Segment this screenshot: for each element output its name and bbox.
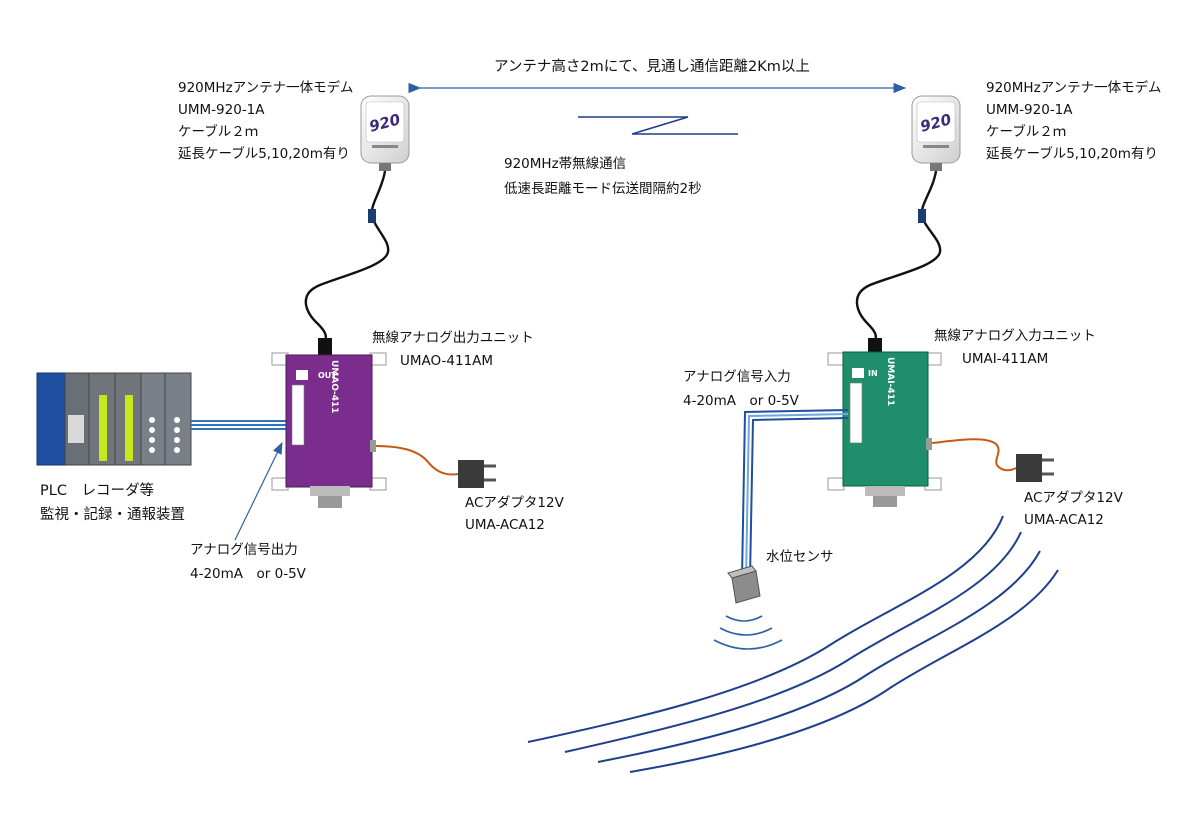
analog-output-line1: アナログ信号出力 [190, 542, 298, 558]
ac-adapter-left-device [458, 460, 496, 488]
analog-input-line2: 4-20mA or 0-5V [683, 393, 799, 409]
output-signal-cable [191, 420, 290, 430]
input-unit-title: 無線アナログ入力ユニット [934, 328, 1096, 344]
ac-adapter-right-label: ACアダプタ12V UMA-ACA12 [1024, 487, 1123, 531]
modem-right-line2: UMM-920-1A [986, 102, 1073, 118]
modem-right-line3: ケーブル２ｍ [986, 124, 1067, 140]
input-unit-label: 無線アナログ入力ユニット UMAI-411AM [934, 325, 1096, 371]
input-unit-face-badge: IN [868, 369, 878, 378]
ac-adapter-left-line1: ACアダプタ12V [465, 495, 564, 511]
modem-left-line3: ケーブル２ｍ [178, 124, 259, 140]
modem-left-line4: 延長ケーブル5,10,20m有り [178, 146, 350, 162]
analog-output-pointer [234, 441, 283, 541]
radio-spec-line1: 920MHz帯無線通信 [504, 156, 627, 172]
modem-right-line1: 920MHzアンテナ一体モデム [986, 80, 1162, 96]
input-unit-face-model: UMAI-411 [885, 357, 895, 406]
ac-adapter-left-label: ACアダプタ12V UMA-ACA12 [465, 492, 564, 536]
analog-output-line2: 4-20mA or 0-5V [190, 566, 306, 582]
modem-left-cable [304, 170, 390, 343]
output-unit-title: 無線アナログ出力ユニット [372, 330, 534, 346]
output-unit-model: UMAO-411AM [400, 353, 494, 369]
sensor-cable [741, 409, 849, 579]
plc-label: PLC レコーダ等 監視・記録・通報装置 [40, 479, 185, 527]
analog-input-label: アナログ信号入力 4-20mA or 0-5V [683, 365, 799, 413]
ac-adapter-right-device [1016, 454, 1054, 482]
power-cord-left [375, 445, 459, 476]
sensor-label-text: 水位センサ [766, 549, 834, 565]
ac-adapter-right-line1: ACアダプタ12V [1024, 490, 1123, 506]
modem-left: 920 [360, 95, 410, 171]
modem-left-label: 920MHzアンテナ一体モデム UMM-920-1A ケーブル２ｍ 延長ケーブル… [178, 77, 353, 165]
radio-wave-symbol [578, 116, 738, 135]
plc-rack [36, 372, 192, 466]
modem-right: 920 [911, 95, 961, 171]
output-unit-face-badge: OUT [318, 371, 337, 380]
ac-adapter-left-line2: UMA-ACA12 [465, 517, 545, 533]
analog-input-line1: アナログ信号入力 [683, 369, 791, 385]
plc-line1: PLC レコーダ等 [40, 483, 154, 499]
modem-right-line4: 延長ケーブル5,10,20m有り [986, 146, 1158, 162]
river [527, 515, 1059, 773]
modem-right-label: 920MHzアンテナ一体モデム UMM-920-1A ケーブル２ｍ 延長ケーブル… [986, 77, 1161, 165]
plc-line2: 監視・記録・通報装置 [40, 507, 185, 523]
output-unit-device: OUT UMAO-411 [271, 352, 387, 508]
range-label: アンテナ高さ2mにて、見通し通信距離2Km以上 [494, 58, 810, 77]
output-unit-label: 無線アナログ出力ユニット UMAO-411AM [372, 327, 534, 373]
output-unit-face-model: UMAO-411 [329, 360, 339, 414]
range-label-text: アンテナ高さ2mにて、見通し通信距離2Km以上 [494, 59, 810, 75]
input-unit-model: UMAI-411AM [962, 351, 1049, 367]
modem-left-line1: 920MHzアンテナ一体モデム [178, 80, 354, 96]
radio-spec-line2: 低速長距離モード伝送間隔約2秒 [504, 181, 702, 197]
radio-spec-label: 920MHz帯無線通信 低速長距離モード伝送間隔約2秒 [504, 155, 702, 199]
water-level-sensor-device [713, 565, 783, 650]
input-unit-device: IN UMAI-411 [827, 351, 942, 507]
power-cord-right [931, 438, 1017, 472]
modem-left-line2: UMM-920-1A [178, 102, 265, 118]
analog-output-label: アナログ信号出力 4-20mA or 0-5V [190, 538, 306, 586]
sensor-label: 水位センサ [766, 548, 834, 567]
modem-right-cable [855, 170, 942, 343]
ac-adapter-right-line2: UMA-ACA12 [1024, 512, 1104, 528]
